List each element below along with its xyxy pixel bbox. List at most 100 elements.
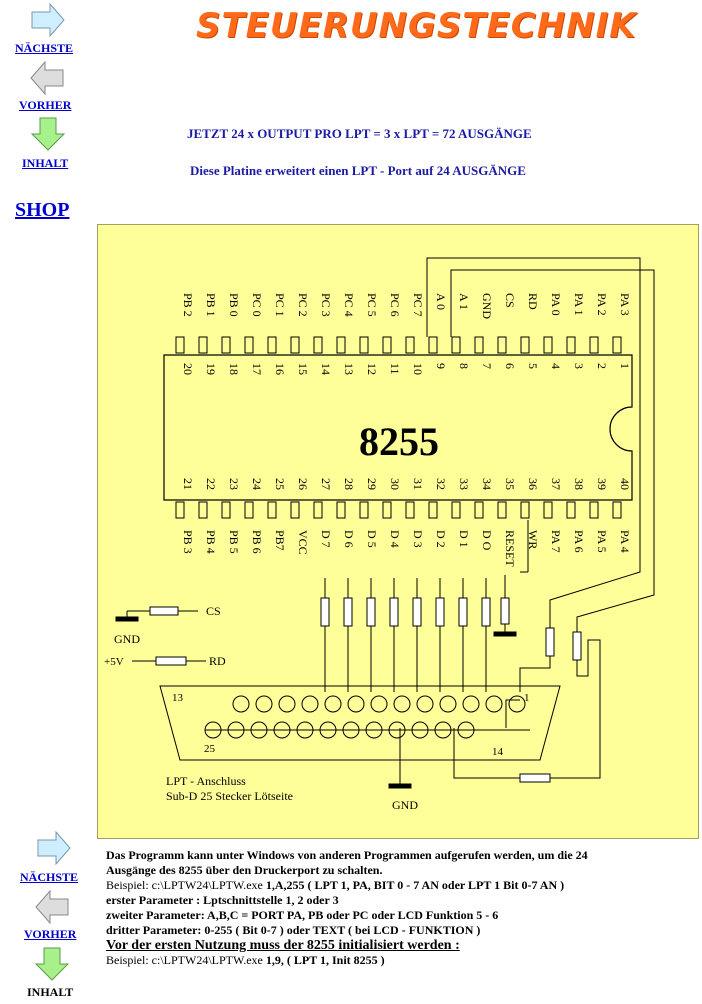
top-pin-name: RD [526, 293, 540, 310]
bottom-pin-name: PA 5 [595, 530, 609, 553]
description: Das Programm kann unter Windows von ande… [106, 848, 696, 968]
prev-link-bottom[interactable]: VORHER [24, 927, 77, 941]
bottom-pin-name: PB 3 [181, 530, 195, 554]
data-resistor [458, 597, 468, 627]
top-pin-11 [382, 336, 392, 354]
bottom-pin-number: 28 [342, 478, 356, 490]
bottom-pin-number: 22 [204, 478, 218, 490]
lpt-label-2: Sub-D 25 Stecker Lötseite [166, 789, 293, 803]
bottom-pin-name: PA 7 [549, 530, 563, 553]
bottom-pin-36 [520, 501, 530, 519]
bottom-pin-name: D 6 [342, 530, 356, 548]
top-pin-name: PC 1 [273, 293, 287, 317]
arrow-down-icon[interactable] [30, 116, 66, 152]
bottom-pin-35 [497, 501, 507, 519]
bottom-pin-name: PB 6 [250, 530, 264, 554]
plus5v-label: +5V [104, 656, 124, 668]
reset-resistor [493, 575, 517, 637]
top-pin-14 [313, 336, 323, 354]
bottom-pin-21 [175, 501, 185, 519]
top-pin-number: 19 [204, 363, 218, 375]
bottom-pin-name: WR [526, 530, 540, 549]
bottom-pin-number: 38 [572, 478, 586, 490]
lpt-label-1: LPT - Anschluss [166, 774, 246, 788]
top-pin-15 [290, 336, 300, 354]
headline: JETZT 24 x OUTPUT PRO LPT = 3 x LPT = 72… [187, 126, 532, 141]
top-pin-name: PB 1 [204, 293, 218, 317]
top-pin-name: A 1 [457, 293, 471, 310]
top-pin-number: 20 [181, 363, 195, 375]
nav-bottom: NÄCHSTE VORHER INHALT [0, 828, 100, 1004]
bottom-pin-number: 29 [365, 478, 379, 490]
bottom-pin-name: PB 5 [227, 530, 241, 554]
data-resistor [412, 597, 422, 627]
page-title: STEUERUNGSTECHNIK [196, 6, 637, 46]
arrow-left-icon[interactable] [29, 60, 65, 96]
connector-pin-row1 [370, 695, 388, 713]
bottom-pin-number: 36 [526, 478, 540, 490]
arrow-down-icon[interactable] [34, 946, 70, 982]
bottom-pin-name: D 4 [388, 530, 402, 548]
top-pin-number: 3 [572, 363, 586, 369]
data-resistor [320, 597, 330, 627]
conn-pin25-label: 25 [204, 743, 216, 755]
bottom-pin-name: RESET [503, 530, 517, 567]
top-pin-name: PA 3 [618, 293, 632, 316]
shop-link[interactable]: SHOP [15, 199, 70, 221]
connector-pin-row1 [278, 695, 296, 713]
top-pin-number: 5 [526, 363, 540, 369]
bottom-pin-29 [359, 501, 369, 519]
connector-pins [204, 695, 530, 739]
connector-pin-row1 [462, 695, 480, 713]
top-pin-13 [336, 336, 346, 354]
index-link-bottom[interactable]: INHALT [27, 985, 74, 999]
connector-pin-row1 [439, 695, 457, 713]
bottom-pin-number: 21 [181, 478, 195, 490]
top-pin-19 [198, 336, 208, 354]
top-pin-17 [244, 336, 254, 354]
wires-top [426, 257, 655, 636]
bottom-pin-number: 32 [434, 478, 448, 490]
bottom-pin-33 [451, 501, 461, 519]
bottom-pin-37 [543, 501, 553, 519]
desc-line4: erster Parameter : Lptschnittstelle 1, 2… [106, 893, 339, 907]
connector-pin-row1 [508, 695, 526, 713]
desc-line8: Beispiel: c:\LPTW24\LPTW.exe 1,9, ( LPT … [106, 953, 385, 967]
connector-pin-row1 [324, 695, 342, 713]
bottom-pin-number: 34 [480, 478, 494, 490]
gnd-left-label: GND [114, 632, 140, 646]
top-pin-number: 6 [503, 363, 517, 369]
next-link-bottom[interactable]: NÄCHSTE [20, 870, 79, 884]
bottom-pin-number: 39 [595, 478, 609, 490]
data-resistor [366, 597, 376, 627]
next-link[interactable]: NÄCHSTE [15, 41, 74, 55]
top-pin-3 [566, 336, 576, 354]
arrow-right-icon[interactable] [30, 2, 66, 38]
data-resistor [435, 597, 445, 627]
wr-resistors [519, 520, 601, 779]
bottom-pin-27 [313, 501, 323, 519]
conn-pin14-label: 14 [492, 746, 504, 758]
desc-line5: zweiter Parameter: A,B,C = PORT PA, PB o… [106, 908, 499, 922]
arrow-right-icon[interactable] [36, 830, 72, 866]
top-pin-number: 1 [618, 363, 632, 369]
connector-pin-row1 [416, 695, 434, 713]
bottom-pin-number: 27 [319, 478, 333, 490]
bottom-pin-name: D 3 [411, 530, 425, 548]
index-link[interactable]: INHALT [22, 156, 69, 170]
bottom-pin-number: 35 [503, 478, 517, 490]
bottom-pin-38 [566, 501, 576, 519]
top-pin-name: PC 2 [296, 293, 310, 317]
top-pin-name: PC 5 [365, 293, 379, 317]
prev-link[interactable]: VORHER [19, 98, 72, 112]
bottom-pin-name: D 2 [434, 530, 448, 548]
top-pin-name: A 0 [434, 293, 448, 310]
top-pin-number: 14 [319, 363, 333, 375]
conn-pin13-label: 13 [172, 692, 184, 704]
top-pin-number: 10 [411, 363, 425, 375]
bottom-pin-name: VCC [296, 530, 310, 555]
bottom-pin-26 [290, 501, 300, 519]
top-pin-number: 9 [434, 363, 448, 369]
arrow-left-icon[interactable] [34, 889, 70, 925]
